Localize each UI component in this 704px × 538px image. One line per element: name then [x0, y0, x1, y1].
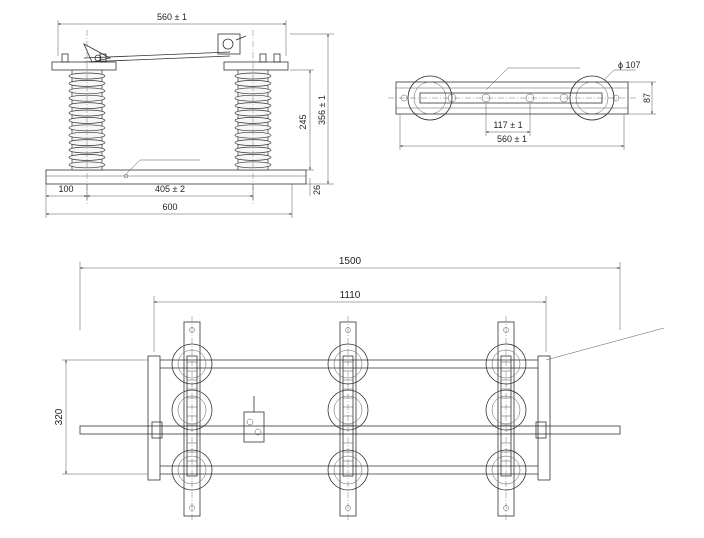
- top-blade: [419, 92, 603, 104]
- dim-top-width: 560 ± 1: [157, 12, 187, 22]
- left-end-frame: [147, 355, 161, 481]
- right-insulator-top: [569, 75, 615, 121]
- dim-base-length: 600: [162, 202, 177, 212]
- pole-3: [485, 316, 527, 520]
- dim-insulator-height: 245: [298, 114, 308, 129]
- right-top-plate: [223, 61, 289, 71]
- top-view: 117 ± 1 560 ± 1 87 ϕ 107: [388, 60, 656, 150]
- dim-hole-spacing: 117 ± 1: [493, 120, 522, 130]
- pole-1: [171, 316, 213, 520]
- dim-top-length: 560 ± 1: [497, 134, 527, 144]
- dim-phase-pitch: 320: [54, 408, 65, 425]
- operating-mechanism: [243, 396, 265, 443]
- pole-2: [327, 316, 369, 520]
- dim-edge-offset: 100: [58, 184, 73, 194]
- dim-insulator-diameter: ϕ 107: [618, 60, 641, 70]
- dim-base-thickness: 26: [312, 185, 322, 195]
- dim-insulator-spacing: 405 ± 2: [155, 184, 185, 194]
- dim-frame-span: 1110: [340, 290, 361, 301]
- dim-total-height: 356 ± 1: [317, 95, 327, 125]
- right-end-frame: [537, 355, 551, 481]
- dim-top-width: 87: [642, 93, 652, 103]
- three-phase-view: 1500 1110 320: [54, 256, 665, 520]
- left-insulator-top: [407, 75, 453, 121]
- blade-mechanism: [61, 33, 281, 63]
- base-frame: [45, 169, 307, 185]
- dim-overall-length: 1500: [339, 256, 362, 267]
- left-top-plate: [51, 61, 117, 71]
- side-view: 560 ± 1 356 ± 1 245 26 100 405 ± 2 600: [45, 12, 334, 218]
